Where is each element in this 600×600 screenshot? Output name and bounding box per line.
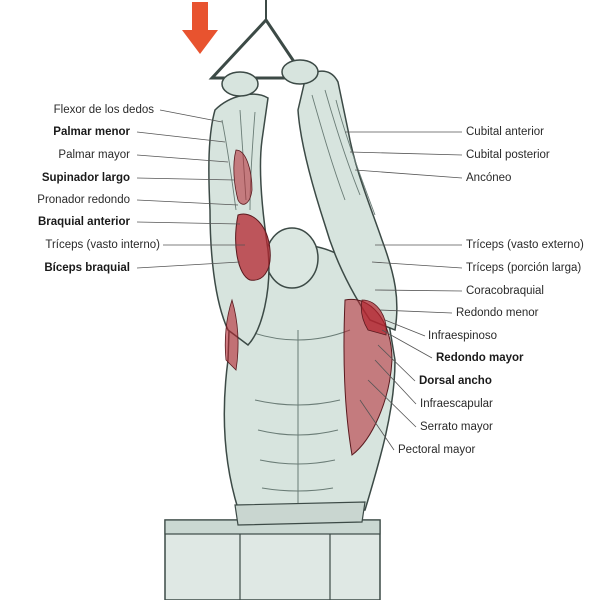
label-flexor-de-los-dedos: Flexor de los dedos xyxy=(53,104,154,116)
label-palmar-menor: Palmar menor xyxy=(53,126,130,138)
label-palmar-mayor: Palmar mayor xyxy=(58,149,130,161)
label-cubital-anterior: Cubital anterior xyxy=(466,126,544,138)
label-biceps-braquial: Bíceps braquial xyxy=(44,262,130,274)
label-dorsal-ancho: Dorsal ancho xyxy=(419,375,492,387)
right-arm xyxy=(297,70,398,456)
bar-handle xyxy=(208,0,319,97)
label-pronador-redondo: Pronador redondo xyxy=(37,194,130,206)
left-leader-lines xyxy=(136,109,245,269)
label-triceps-porcion-larga: Tríceps (porción larga) xyxy=(466,262,582,274)
label-serrato-mayor: Serrato mayor xyxy=(420,421,493,433)
label-cubital-posterior: Cubital posterior xyxy=(466,149,550,161)
label-infraescapular: Infraescapular xyxy=(420,398,493,410)
right-leader-lines xyxy=(345,131,463,451)
label-supinador-largo: Supinador largo xyxy=(41,172,130,184)
label-braquial-anterior: Braquial anterior xyxy=(37,216,130,228)
label-redondo-mayor: Redondo mayor xyxy=(436,352,524,364)
label-triceps-vasto-interno: Tríceps (vasto interno) xyxy=(45,239,160,251)
label-triceps-vasto-externo: Tríceps (vasto externo) xyxy=(466,239,584,251)
label-pectoral-mayor: Pectoral mayor xyxy=(398,444,476,456)
label-infraespinoso: Infraespinoso xyxy=(428,330,498,342)
left-arm xyxy=(208,93,271,371)
label-redondo-menor: Redondo menor xyxy=(456,307,539,319)
bench xyxy=(164,519,381,600)
label-anconeo: Ancóneo xyxy=(466,172,512,184)
label-coracobraquial: Coracobraquial xyxy=(466,285,544,297)
pull-down-arrow xyxy=(182,2,218,54)
